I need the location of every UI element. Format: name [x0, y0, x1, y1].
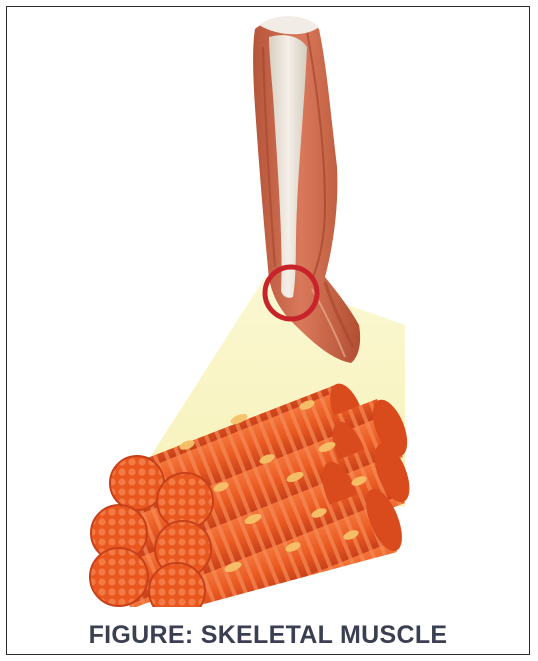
figure-caption: FIGURE: SKELETAL MUSCLE: [7, 621, 529, 650]
figure-frame: FIGURE: SKELETAL MUSCLE: [6, 6, 530, 655]
skeletal-muscle-illustration: [7, 7, 531, 607]
